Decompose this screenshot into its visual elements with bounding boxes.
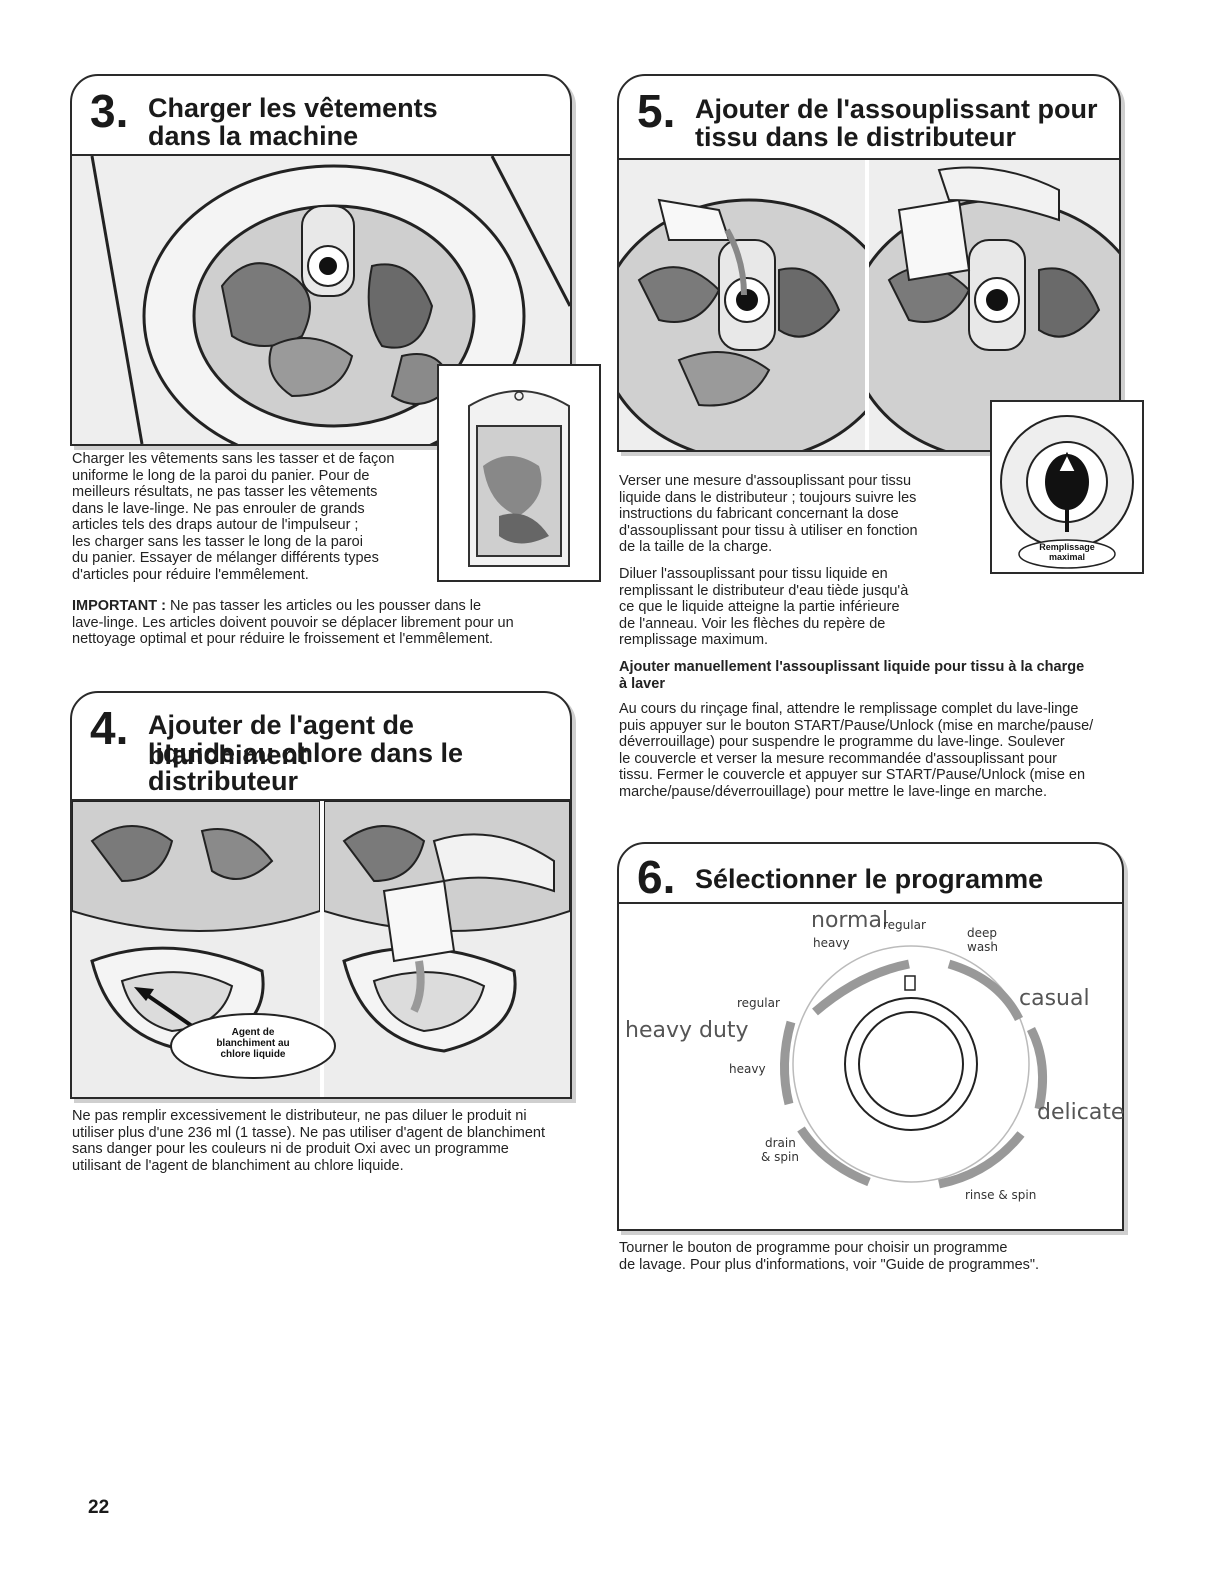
- step-5-text-line: puis appuyer sur le bouton START/Pause/U…: [619, 717, 1094, 734]
- step-4-title-line3: distributeur: [148, 766, 299, 796]
- step-5-text-line: marche/pause/déverrouillage) pour mettre…: [619, 783, 1047, 800]
- bleach-callout-label: Agent de blanchiment au chlore liquide: [168, 1027, 338, 1060]
- cycle-drain-spin-line2[interactable]: & spin: [761, 1150, 799, 1164]
- step-5-para1: Verser une mesure d'assouplissant pour t…: [619, 473, 989, 556]
- step-3-body-line: d'articles pour réduire l'emmêlement.: [72, 566, 309, 583]
- step-3-important: IMPORTANT : Ne pas tasser les articles o…: [72, 598, 572, 648]
- step-4-body: Ne pas remplir excessivement le distribu…: [72, 1108, 592, 1174]
- step-5-text-line: de la taille de la charge.: [619, 539, 773, 555]
- step-3-header: 3. Charger les vêtements dans la machine: [72, 76, 570, 156]
- step-3-body-line: Charger les vêtements sans les tasser et…: [72, 451, 395, 467]
- step-5-text-line: le couvercle et verser la mesure recomma…: [619, 750, 1057, 767]
- cycle-heavy-duty[interactable]: heavy duty: [625, 1018, 749, 1043]
- step-6-body-line: de lavage. Pour plus d'informations, voi…: [619, 1256, 1040, 1273]
- cycle-normal-heavy[interactable]: heavy: [813, 936, 850, 950]
- washer-front-inset: [437, 364, 601, 582]
- step-4-body-line: Ne pas remplir excessivement le distribu…: [72, 1108, 527, 1124]
- important-text: Ne pas tasser les articles ou les pousse…: [165, 598, 482, 614]
- step-6-header: 6. Sélectionner le programme: [619, 844, 1122, 904]
- step-5-subhead: Ajouter manuellement l'assouplissant liq…: [619, 659, 1159, 692]
- important-text: lave-linge. Les articles doivent pouvoir…: [72, 614, 514, 631]
- step-3-body: Charger les vêtements sans les tasser et…: [72, 451, 442, 583]
- step-5-subhead-line: Ajouter manuellement l'assouplissant liq…: [619, 659, 1085, 675]
- step-5-text-line: remplissant le distributeur d'eau tiède …: [619, 582, 909, 599]
- step-5-title-line2: tissu dans le distributeur: [695, 122, 1017, 152]
- bleach-dispenser-illustration-right: [324, 801, 570, 1097]
- step-5-para3: Au cours du rinçage final, attendre le r…: [619, 701, 1179, 800]
- step-4-header: 4. Ajouter de l'agent de blanchiment liq…: [72, 693, 570, 801]
- step-5-text-line: remplissage maximum.: [619, 632, 769, 648]
- step-5-title-line1: Ajouter de l'assouplissant pour: [695, 94, 1098, 124]
- step-4-body-line: sans danger pour les couleurs ni de prod…: [72, 1141, 509, 1157]
- step-5-number: 5.: [637, 85, 676, 137]
- step-6-body: Tourner le bouton de programme pour choi…: [619, 1240, 1139, 1273]
- step-4-number: 4.: [90, 702, 129, 754]
- step-3-title-line2: dans la machine: [148, 121, 359, 151]
- step-5-text-line: tissu. Fermer le couvercle et appuyer su…: [619, 767, 1086, 783]
- step-3-body-line: uniforme le long de la paroi du panier. …: [72, 467, 370, 484]
- max-fill-line: maximal: [1048, 552, 1086, 562]
- bleach-callout-ellipse: [170, 1013, 336, 1079]
- step-4-body-line: utiliser plus d'une 236 ml (1 tasse). Ne…: [72, 1124, 546, 1141]
- step-5-subhead-line: à laver: [619, 675, 665, 692]
- step-3-body-line: dans le lave-linge. Ne pas enrouler de g…: [72, 500, 365, 517]
- cycle-deep-wash-line2[interactable]: wash: [967, 940, 999, 954]
- max-fill-inset: Remplissage maximal: [990, 400, 1144, 574]
- cycle-selector-dial[interactable]: [619, 904, 1122, 1229]
- step-5-para2: Diluer l'assouplissant pour tissu liquid…: [619, 566, 989, 649]
- step-6-body-line: Tourner le bouton de programme pour choi…: [619, 1240, 1008, 1256]
- cycle-drain-spin-line1[interactable]: drain: [765, 1136, 796, 1150]
- cycle-casual[interactable]: casual: [1019, 986, 1090, 1011]
- cycle-normal-regular[interactable]: regular: [883, 918, 926, 932]
- step-5-text-line: instructions du fabricant concernant la …: [619, 506, 899, 522]
- cycle-heavy-duty-heavy[interactable]: heavy: [729, 1062, 766, 1076]
- step-5-panel: 5. Ajouter de l'assouplissant pour tissu…: [617, 74, 1121, 452]
- step-6-panel: 6. Sélectionner le programme normal regu…: [617, 842, 1124, 1231]
- step-3-body-line: les charger sans les tasser le long de l…: [72, 533, 363, 550]
- bleach-callout-line: chlore liquide: [220, 1049, 286, 1060]
- step-3-body-line: du panier. Essayer de mélanger différent…: [72, 550, 379, 566]
- step-5-text-line: de l'anneau. Voir les flèches du repère …: [619, 615, 886, 632]
- step-3-title-line1: Charger les vêtements: [148, 93, 438, 123]
- step-4-body-line: utilisant de l'agent de blanchiment au c…: [72, 1157, 404, 1174]
- page-number: 22: [88, 1497, 110, 1518]
- cycle-deep-wash-line1[interactable]: deep: [967, 926, 997, 940]
- step-5-text-line: Au cours du rinçage final, attendre le r…: [619, 701, 1079, 717]
- softener-pour-illustration-left: [619, 160, 865, 450]
- step-5-text-line: Verser une mesure d'assouplissant pour t…: [619, 473, 912, 489]
- step-5-text-line: ce que le liquide atteigne la partie inf…: [619, 599, 900, 615]
- step-3-body-line: articles tels des draps autour de l'impu…: [72, 517, 359, 533]
- cycle-heavy-duty-regular[interactable]: regular: [737, 996, 780, 1010]
- step-4-title-line1: Ajouter de l'agent de blanchiment: [148, 710, 414, 770]
- max-fill-line: Remplissage: [1039, 542, 1095, 552]
- bleach-callout-line: Agent de: [231, 1027, 275, 1038]
- step-5-header: 5. Ajouter de l'assouplissant pour tissu…: [619, 76, 1119, 160]
- step-5-text-line: Diluer l'assouplissant pour tissu liquid…: [619, 566, 888, 582]
- step-6-title: Sélectionner le programme: [695, 864, 1044, 894]
- step-4-panel: 4. Ajouter de l'agent de blanchiment liq…: [70, 691, 572, 1099]
- cycle-normal[interactable]: normal: [811, 908, 889, 933]
- important-label: IMPORTANT :: [72, 598, 166, 614]
- step-5-text-line: d'assouplissant pour tissu à utiliser en…: [619, 522, 918, 539]
- step-5-text-line: liquide dans le distributeur ; toujours …: [619, 489, 917, 506]
- step-6-number: 6.: [637, 851, 676, 903]
- step-5-text-line: déverrouillage) pour suspendre le progra…: [619, 734, 1065, 750]
- step-3-body-line: meilleurs résultats, ne pas tasser les v…: [72, 484, 378, 500]
- step-4-title-line2: liquide au chlore dans le: [148, 738, 464, 768]
- cycle-delicate[interactable]: delicate: [1037, 1100, 1125, 1125]
- step-3-number: 3.: [90, 85, 129, 137]
- bleach-callout-line: blanchiment au: [216, 1038, 290, 1049]
- cycle-rinse-spin[interactable]: rinse & spin: [965, 1188, 1037, 1202]
- max-fill-label: Remplissage maximal: [992, 542, 1142, 562]
- important-text: nettoyage optimal et pour réduire le fro…: [72, 631, 494, 647]
